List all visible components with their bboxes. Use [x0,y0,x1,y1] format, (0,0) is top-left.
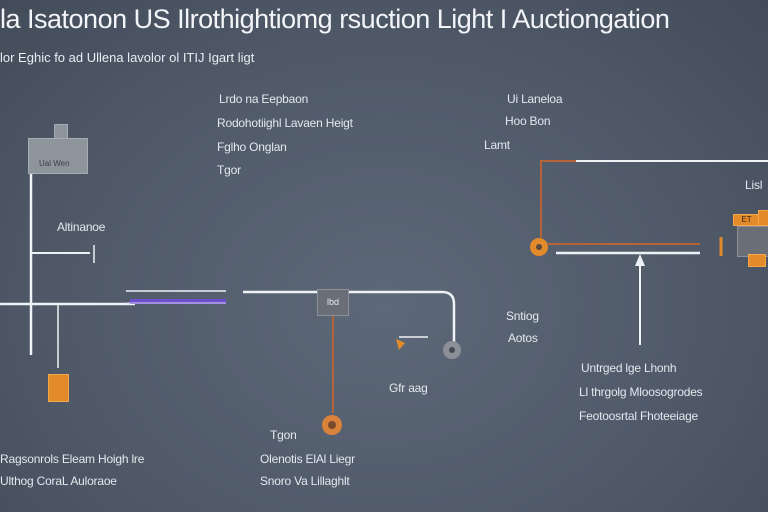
left-panel-label: Ual Wen [39,159,70,168]
bottom-center-label-3: Snoro Va Lillaghlt [260,474,350,488]
bottom-right-label-1: Untrged lge Lhonh [581,361,677,375]
left-orange-block [48,374,69,402]
left-panel-cap [54,124,68,139]
right-device-bottom [748,254,766,267]
top-right-label-1: Ui Laneloa [507,92,563,106]
middle-right-label-b: Aotos [508,331,538,345]
left-panel-box: Ual Wen [28,138,88,174]
top-left-label-2: Rodohotiighl Lavaen Heigt [217,116,353,130]
right-edge-label: Lisl [745,178,763,192]
purple-bar [130,299,226,304]
bottom-left-label-1: Ragsonrols Eleam Hoigh lre [0,452,145,466]
top-right-label-2: Hoo Bon [505,114,551,128]
bottom-center-label-1: Tgon [270,428,297,442]
right-device-body [737,226,768,257]
right-device-top: ET [733,214,760,226]
top-right-label-3: Lamt [484,138,510,152]
gray-node-core [449,347,455,353]
small-pointer-head [396,339,405,350]
right-device-label: ET [741,215,752,224]
center-corner-line [347,290,456,343]
top-left-label-1: Lrdo na Eepbaon [219,92,309,106]
middle-right-label-a: Sntiog [506,309,539,323]
bottom-right-label-3: Feotoosrtal Fhoteeiage [579,409,699,423]
bottom-left-label-2: Ulthog CoraL Auloraoe [0,474,117,488]
orange-node-right-core [536,244,542,250]
center-below-label: Gfr aag [389,381,428,395]
diagram-title: la Isatonon US Ilrothightiomg rsuction L… [0,4,670,34]
top-left-label-4: Tgor [217,163,241,177]
top-left-label-3: Fglho Onglan [217,140,287,154]
arrow-head-up [635,254,645,266]
bottom-right-label-2: Ll thrgolg Mloosogrodes [579,385,703,399]
center-small-box-label: lbd [326,297,339,307]
bottom-center-label-2: Olenotis ElAl Liegr [260,452,355,466]
center-small-box: lbd [317,289,349,316]
diagram-subtitle: lor Eghic fo ad Ullena lavolor ol ITIJ I… [0,50,255,65]
left-mid-label: Altinanoe [57,220,106,234]
orange-node-bottom-core [328,421,336,429]
right-device-corner [758,210,768,226]
